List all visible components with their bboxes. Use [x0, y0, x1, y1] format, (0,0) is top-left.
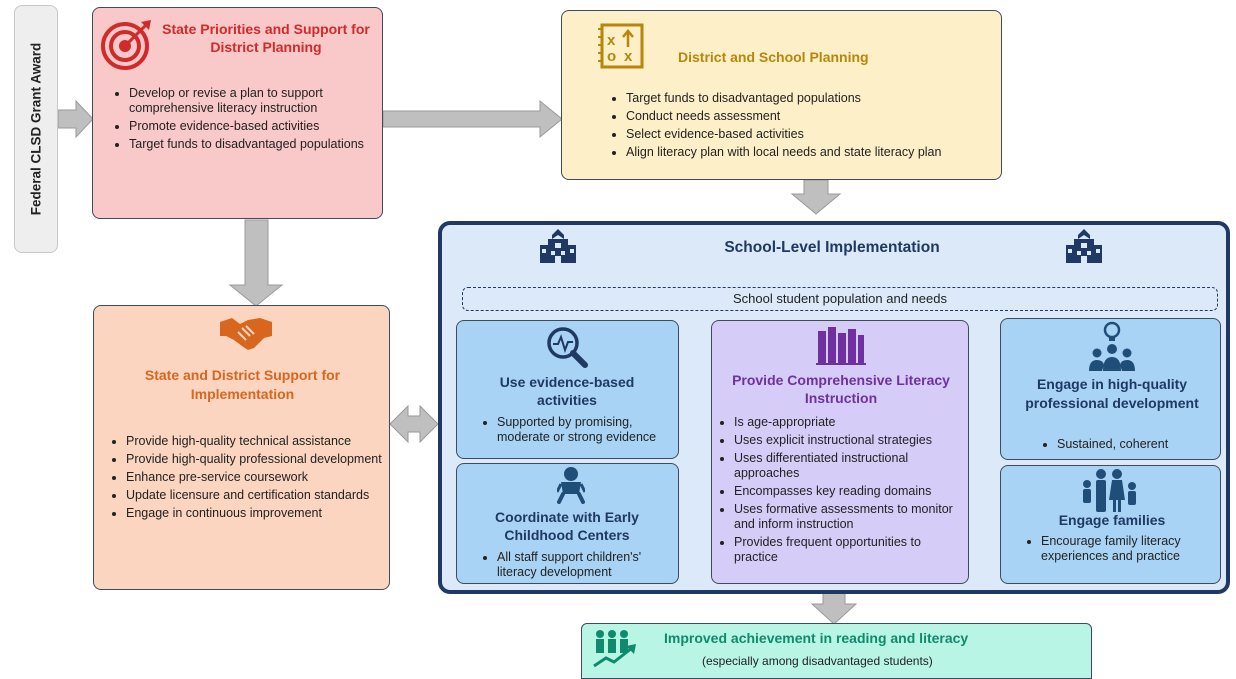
state-priorities-title: State Priorities and Support for Distric…	[162, 21, 370, 55]
state-priorities-list: Develop or revise a plan to support comp…	[111, 86, 376, 155]
arrow-district-to-school	[790, 179, 842, 215]
comprehensive-instruction-title: Provide Comprehensive Literacy Instructi…	[732, 372, 950, 406]
early-childhood-box: Coordinate with Early Childhood Centers …	[456, 463, 679, 584]
books-icon	[816, 325, 866, 365]
district-planning-box: x o x District and School Planning Targe…	[561, 10, 1002, 180]
list-item: Promote evidence-based activities	[129, 119, 376, 134]
federal-grant-label: Federal CLSD Grant Award	[28, 42, 44, 216]
early-childhood-list: All staff support children's' literacy d…	[479, 550, 674, 583]
early-childhood-title: Coordinate with Early Childhood Centers	[495, 509, 639, 543]
professional-development-title: Engage in high-quality professional deve…	[1025, 376, 1199, 411]
school-building-icon	[1066, 229, 1102, 263]
list-item: Engage in continuous improvement	[126, 506, 383, 521]
arrow-support-school-bidirectional	[389, 404, 439, 444]
state-priorities-box: State Priorities and Support for Distric…	[92, 7, 383, 219]
list-item: Enhance pre-service coursework	[126, 470, 383, 485]
population-needs-label: School student population and needs	[733, 291, 947, 306]
growth-people-icon	[592, 628, 640, 668]
arrow-school-to-outcome	[810, 591, 858, 625]
evidence-activities-box: Use evidence-based activities Supported …	[456, 320, 679, 459]
evidence-activities-list: Supported by promising, moderate or stro…	[479, 415, 674, 448]
arrow-state-to-support	[228, 219, 284, 307]
list-item: Supported by promising, moderate or stro…	[497, 415, 674, 445]
baby-icon	[555, 466, 587, 504]
district-planning-title: District and School Planning	[678, 49, 869, 65]
list-item: Conduct needs assessment	[626, 109, 998, 124]
families-box: Engage families Encourage family literac…	[1000, 465, 1221, 584]
outcome-title: Improved achievement in reading and lite…	[664, 630, 969, 646]
list-item: Encourage family literacy experiences an…	[1041, 534, 1218, 564]
arrow-state-to-district	[382, 99, 563, 139]
state-district-support-box: State and District Support for Implement…	[93, 305, 390, 590]
state-district-support-list: Provide high-quality technical assistanc…	[108, 434, 383, 524]
list-item: All staff support children's' literacy d…	[497, 550, 674, 580]
svg-text:x: x	[607, 32, 616, 49]
handshake-icon	[218, 314, 274, 354]
target-icon	[101, 18, 153, 70]
families-list: Encourage family literacy experiences an…	[1023, 534, 1218, 567]
list-item: Uses explicit instructional strategies	[734, 433, 966, 448]
evidence-activities-title: Use evidence-based activities	[499, 374, 635, 408]
list-item: Sustained, coherent	[1057, 437, 1219, 452]
comprehensive-instruction-list: Is age-appropriate Uses explicit instruc…	[716, 415, 966, 568]
list-item: Is age-appropriate	[734, 415, 966, 430]
list-item: Encompasses key reading domains	[734, 484, 966, 499]
list-item: Develop or revise a plan to support comp…	[129, 86, 376, 116]
list-item: Provide high-quality technical assistanc…	[126, 434, 383, 449]
professional-development-list: Sustained, coherent	[1039, 437, 1219, 455]
state-district-support-title: State and District Support for Implement…	[144, 367, 341, 402]
svg-text:o: o	[607, 48, 616, 65]
professional-development-box: Engage in high-quality professional deve…	[1000, 318, 1221, 460]
school-building-icon	[540, 229, 576, 263]
population-needs-banner: School student population and needs	[462, 287, 1218, 311]
list-item: Uses formative assessments to monitor an…	[734, 502, 966, 532]
school-level-title: School-Level Implementation	[724, 239, 940, 256]
list-item: Update licensure and certification stand…	[126, 488, 383, 503]
federal-grant-box: Federal CLSD Grant Award	[14, 5, 58, 253]
arrow-federal-to-state	[57, 99, 94, 139]
list-item: Select evidence-based activities	[626, 127, 998, 142]
group-idea-icon	[1087, 321, 1137, 373]
families-title: Engage families	[1058, 512, 1166, 528]
list-item: Provide high-quality professional develo…	[126, 452, 383, 467]
comprehensive-instruction-box: Provide Comprehensive Literacy Instructi…	[711, 320, 969, 584]
magnifier-pulse-icon	[545, 325, 591, 369]
svg-text:x: x	[624, 48, 633, 65]
outcome-subtitle: (especially among disadvantaged students…	[702, 654, 933, 668]
list-item: Target funds to disadvantaged population…	[626, 91, 998, 106]
family-icon	[1077, 468, 1141, 514]
list-item: Align literacy plan with local needs and…	[626, 145, 998, 160]
list-item: Provides frequent opportunities to pract…	[734, 535, 966, 565]
outcome-box: Improved achievement in reading and lite…	[581, 623, 1092, 679]
list-item: Uses differentiated instructional approa…	[734, 451, 966, 481]
strategy-plan-icon: x o x	[596, 21, 646, 71]
district-planning-list: Target funds to disadvantaged population…	[608, 91, 998, 163]
list-item: Target funds to disadvantaged population…	[129, 137, 376, 152]
